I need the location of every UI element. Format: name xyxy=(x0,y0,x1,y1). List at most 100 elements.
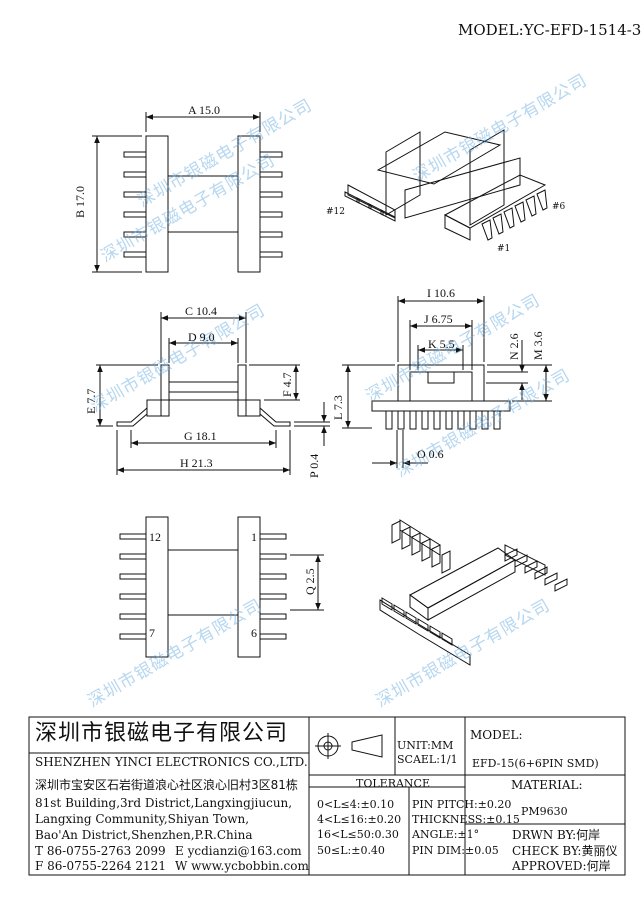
pin-label-1: #1 xyxy=(497,244,511,254)
pin xyxy=(259,171,283,178)
pin xyxy=(259,593,287,600)
pin xyxy=(457,410,465,430)
pin xyxy=(119,633,147,640)
pin xyxy=(504,548,518,562)
pin xyxy=(259,633,287,640)
pin xyxy=(433,410,441,430)
pin xyxy=(421,410,429,430)
tolerance-row-2: 4<L≤16:±0.20 xyxy=(317,813,402,826)
pin xyxy=(554,578,568,592)
dim-b-label: B 17.0 xyxy=(73,185,87,218)
tolerance-row-3: 16<L≤50:0.30 xyxy=(317,828,399,841)
pin xyxy=(385,410,393,430)
pin xyxy=(259,533,287,540)
pin-label-12: #12 xyxy=(326,207,345,217)
address-en-3: Bao'An District,Shenzhen,P.R.China xyxy=(35,828,253,842)
pin xyxy=(431,544,441,568)
dim-f-label: F 4.7 xyxy=(280,372,294,397)
top-view xyxy=(92,112,283,273)
material-label: MATERIAL: xyxy=(511,778,583,792)
pin xyxy=(119,613,147,620)
company-name-en: SHENZHEN YINCI ELECTRONICS CO.,LTD. xyxy=(35,755,308,769)
pin-num-6: 6 xyxy=(251,626,257,640)
tolerance-row-4: 50≤L:±0.40 xyxy=(317,844,385,857)
unit-label: UNIT:MM xyxy=(397,739,454,752)
pin xyxy=(119,593,147,600)
pin xyxy=(514,201,526,223)
pin xyxy=(381,597,393,611)
dim-e-label: E 7.7 xyxy=(84,388,98,414)
pin-num-7: 7 xyxy=(149,626,155,640)
pin xyxy=(391,520,401,544)
model-header: MODEL:YC-EFD-1514-3 xyxy=(458,21,641,39)
isometric-view-bottom xyxy=(379,519,568,666)
material-value: PM9630 xyxy=(521,805,568,818)
dim-c-label: C 10.4 xyxy=(185,304,218,318)
dim-n-label: N 2.6 xyxy=(507,333,521,360)
pin-num-12: 12 xyxy=(149,530,161,544)
front-view xyxy=(342,296,552,468)
pin xyxy=(417,618,429,632)
dim-m-label: M 3.6 xyxy=(531,331,545,360)
approved-by: APPROVED:何岸 xyxy=(512,859,611,873)
pin xyxy=(380,209,396,222)
tolerance-thickness: THICKNESS:±0.15 xyxy=(412,813,520,826)
dim-l-label: L 7.3 xyxy=(331,395,345,420)
fax: F 86-0755-2264 2121 xyxy=(35,859,166,873)
pin xyxy=(492,213,504,235)
pin xyxy=(259,553,287,560)
pin xyxy=(514,554,528,568)
pin xyxy=(441,632,453,646)
pin xyxy=(534,566,548,580)
pin xyxy=(421,538,431,562)
pin xyxy=(525,195,537,217)
dim-h-label: H 21.3 xyxy=(180,456,213,470)
pin xyxy=(445,410,453,430)
pin xyxy=(123,191,147,198)
pin xyxy=(259,573,287,580)
scale-label: SCAEL:1/1 xyxy=(397,753,458,766)
pin xyxy=(441,550,451,574)
pin xyxy=(401,526,411,550)
bottom-view xyxy=(119,516,324,658)
title-block xyxy=(28,716,626,876)
pin-num-1: 1 xyxy=(251,530,257,544)
dim-k-label: K 5.5 xyxy=(428,337,455,351)
dim-g-label: G 18.1 xyxy=(184,429,217,443)
pin xyxy=(259,251,283,258)
pin xyxy=(123,211,147,218)
tolerance-pin-dim: PIN DIM:±0.05 xyxy=(412,844,499,857)
pin xyxy=(409,410,417,430)
tolerance-angle: ANGLE:±1° xyxy=(412,828,480,841)
email: E ycdianzi@163.com xyxy=(175,844,302,858)
pin xyxy=(411,532,421,556)
pin xyxy=(119,533,147,540)
pin xyxy=(481,410,489,430)
pin xyxy=(259,231,283,238)
tolerance-label: TOLERANCE xyxy=(356,777,430,790)
pin xyxy=(536,189,548,211)
pin xyxy=(393,604,405,618)
pin xyxy=(405,611,417,625)
side-view xyxy=(96,312,330,475)
dim-p-label: P 0.4 xyxy=(307,453,321,478)
dim-j-label: J 6.75 xyxy=(424,312,453,326)
dim-o-label: O 0.6 xyxy=(417,447,444,461)
pin xyxy=(544,572,558,586)
dim-q-label: Q 2.5 xyxy=(303,568,317,595)
pin xyxy=(429,625,441,639)
dim-i-label: I 10.6 xyxy=(427,286,455,300)
model-value: EFD-15(6+6PIN SMD) xyxy=(472,757,599,770)
pin xyxy=(259,211,283,218)
company-name-cn: 深圳市银磁电子有限公司 xyxy=(35,721,289,746)
pin-label-6: #6 xyxy=(552,202,566,212)
drawn-by: DRWN BY:何岸 xyxy=(512,828,601,842)
address-en-1: 81st Building,3rd District,Langxingjiucu… xyxy=(35,796,293,810)
model-label: MODEL: xyxy=(470,728,523,742)
pin xyxy=(119,553,147,560)
dim-a-label: A 15.0 xyxy=(188,103,221,117)
pin xyxy=(123,231,147,238)
pin xyxy=(123,251,147,258)
pin xyxy=(524,560,538,574)
address-cn: 深圳市宝安区石岩街道浪心社区浪心旧村3区81栋 xyxy=(35,778,298,792)
